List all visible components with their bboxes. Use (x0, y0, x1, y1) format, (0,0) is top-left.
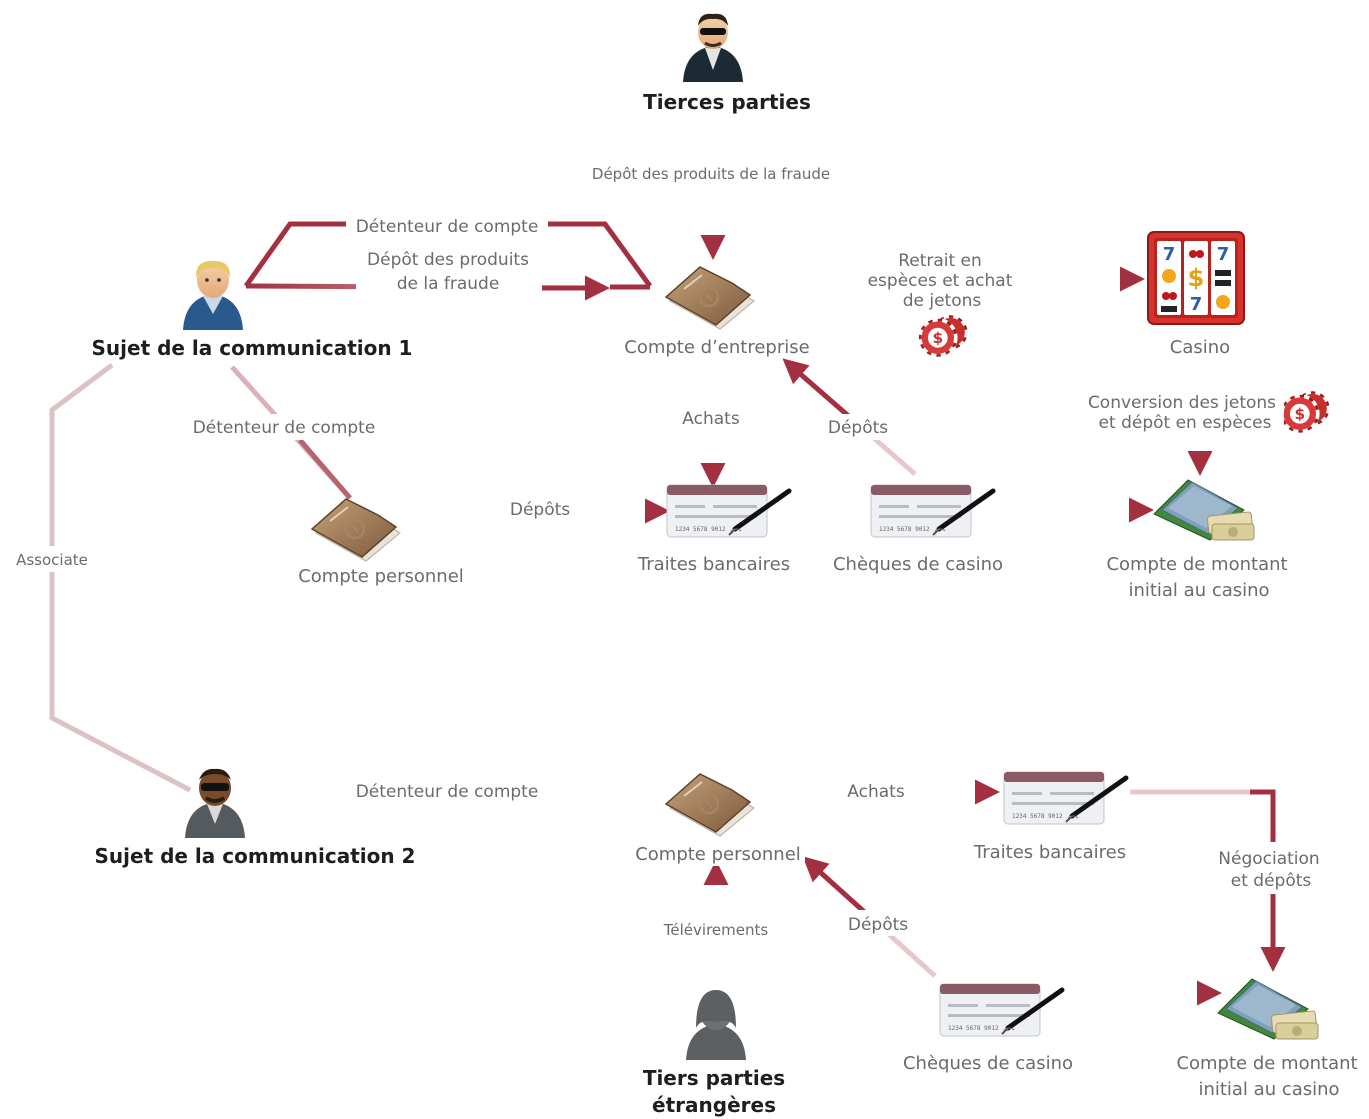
actor-foreign-line-1: Tiers parties (643, 1066, 785, 1090)
edge-associate (49, 363, 192, 793)
edge-label-fraud-1-line-1: Dépôt des produits (367, 250, 529, 270)
edge-label-withdraw-line-1: Retrait en (898, 251, 982, 271)
edge-label-withdraw-line-2: espèces et achat (868, 271, 1013, 291)
entity-casino-cheques-1: Chèques de casino (833, 554, 1003, 575)
edge-label-holder-1b: Détenteur de compte (193, 418, 376, 438)
person-icon (683, 13, 743, 82)
entity-bank-drafts-1: Traites bancaires (637, 554, 790, 575)
casino-chips-icon (918, 314, 969, 358)
edge-label-deposits-3: Dépôts (848, 915, 908, 935)
casino-chips-icon (1280, 390, 1331, 434)
edge-label-conversion-line-2: et dépôt en espèces (1099, 413, 1272, 433)
entity-business-account: Compte d’entreprise (624, 337, 809, 358)
edge-label-associate: Associate (16, 551, 88, 569)
edge-label-holder-2: Détenteur de compte (356, 782, 539, 802)
edge-label-holder-1a: Détenteur de compte (356, 217, 539, 237)
edge-label-fraud-top: Dépôt des produits de la fraude (592, 165, 830, 183)
entity-front-money-2-line-2: initial au casino (1198, 1079, 1339, 1100)
actor-foreign-line-2: étrangères (652, 1093, 776, 1117)
person-icon (183, 260, 243, 330)
entity-personal-account-2: Compte personnel (635, 844, 801, 865)
account-folder-icon (664, 772, 756, 838)
entity-casino-cheques-2: Chèques de casino (903, 1053, 1073, 1074)
money-stack-icon (1217, 978, 1319, 1040)
slot-machine-icon (1147, 231, 1245, 325)
edge-label-negotiation-line-2: et dépôts (1231, 871, 1312, 891)
cheque-icon (667, 485, 789, 537)
entity-personal-account-1: Compte personnel (298, 566, 464, 587)
cheque-icon (871, 485, 993, 537)
edge-label-fraud-1-line-2: de la fraude (397, 274, 500, 294)
entity-front-money-2-line-1: Compte de montant (1176, 1053, 1357, 1074)
account-folder-icon (664, 265, 756, 331)
edge-label-negotiation-line-1: Négociation (1218, 849, 1319, 869)
entity-front-money-1-line-2: initial au casino (1128, 580, 1269, 601)
edge-label-deposits-1: Dépôts (828, 418, 888, 438)
cheque-icon (940, 984, 1062, 1036)
edge-label-conversion-line-1: Conversion des jetons (1088, 393, 1276, 413)
account-folder-icon (310, 497, 402, 563)
actor-third-parties: Tierces parties (643, 90, 811, 114)
person-icon (686, 990, 746, 1060)
entity-bank-drafts-2: Traites bancaires (973, 842, 1126, 863)
person-icon (185, 768, 245, 838)
edge-label-purchases-1: Achats (682, 409, 740, 429)
edge-label-withdraw-line-3: de jetons (903, 291, 982, 311)
edge-label-deposits-2: Dépôts (510, 500, 570, 520)
entity-casino: Casino (1170, 337, 1230, 358)
actor-subject-2: Sujet de la communication 2 (95, 844, 416, 868)
actor-subject-1: Sujet de la communication 1 (92, 336, 413, 360)
money-stack-icon (1153, 479, 1255, 541)
edge-label-wire-transfers: Télévirements (663, 921, 769, 939)
edge-label-purchases-2: Achats (847, 782, 905, 802)
cheque-icon (1004, 772, 1126, 824)
entity-front-money-1-line-1: Compte de montant (1106, 554, 1287, 575)
